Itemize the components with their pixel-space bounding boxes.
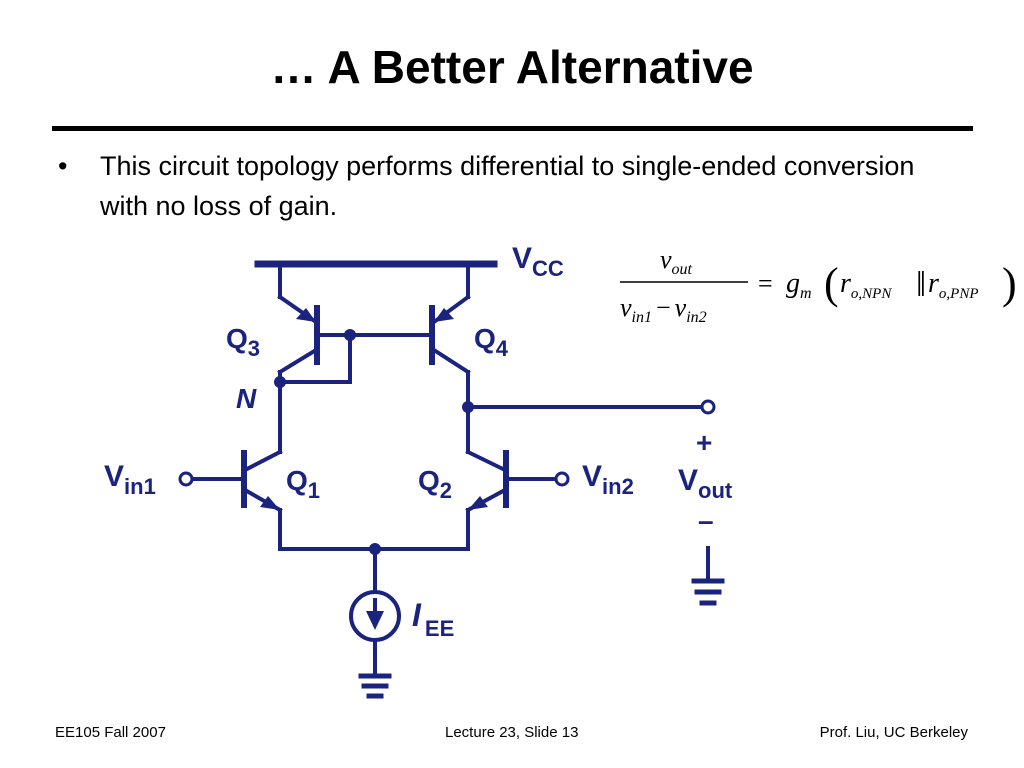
bullet-text: This circuit topology performs different…: [100, 151, 915, 221]
formula-denominator: vin1−vin2: [620, 293, 707, 326]
label-q2: Q2: [418, 465, 452, 503]
footer-course: EE105 Fall 2007: [55, 724, 166, 741]
formula-r-pnp: ro,PNP: [928, 268, 979, 302]
formula-numerator: vout: [660, 245, 693, 278]
formula-r-npn: ro,NPN: [840, 268, 892, 302]
title-underline: [52, 126, 973, 131]
footer-author: Prof. Liu, UC Berkeley: [819, 724, 968, 741]
junction-dot-mirror: [344, 329, 356, 341]
label-vout: Vout: [678, 464, 733, 503]
junction-dot-tail: [369, 543, 381, 555]
label-vout-minus: –: [698, 505, 714, 536]
iee-arrow-head: [366, 611, 384, 630]
formula-gm: gm: [786, 268, 812, 302]
label-vin2: Vin2: [582, 460, 634, 499]
formula-parallel: ‖: [916, 264, 926, 304]
q1-emitter-arrow: [260, 496, 280, 510]
q2-collector-lead: [465, 449, 508, 473]
vout-terminal: [700, 399, 716, 415]
formula-equals: =: [758, 269, 773, 298]
label-vout-plus: +: [696, 427, 712, 458]
label-vin1: Vin1: [104, 460, 156, 499]
gain-formula: vout vin1−vin2 = gm ( ro,NPN ‖ ro,PNP ): [620, 245, 1017, 326]
formula-rparen: ): [1002, 259, 1017, 308]
slide-title: … A Better Alternative: [270, 41, 754, 93]
label-node-n: N: [236, 383, 257, 414]
footer-slide-number: Lecture 23, Slide 13: [445, 724, 579, 741]
label-q1: Q1: [286, 465, 320, 503]
bullet-dot: •: [58, 151, 68, 181]
q4-emitter-arrow: [434, 308, 454, 322]
vin2-terminal: [554, 471, 570, 487]
junction-dot-n: [274, 376, 286, 388]
label-q3: Q3: [226, 323, 260, 361]
junction-dot-output: [462, 401, 474, 413]
q1-collector-lead: [242, 449, 283, 473]
label-vcc: VCC: [512, 242, 564, 281]
q2-emitter-arrow: [468, 496, 488, 510]
formula-lparen: (: [824, 259, 839, 308]
q3-collector-lead: [277, 347, 319, 375]
q3-emitter-arrow: [296, 308, 316, 322]
label-q4: Q4: [474, 323, 509, 361]
vin1-terminal: [178, 471, 194, 487]
q4-collector-lead: [431, 347, 471, 375]
